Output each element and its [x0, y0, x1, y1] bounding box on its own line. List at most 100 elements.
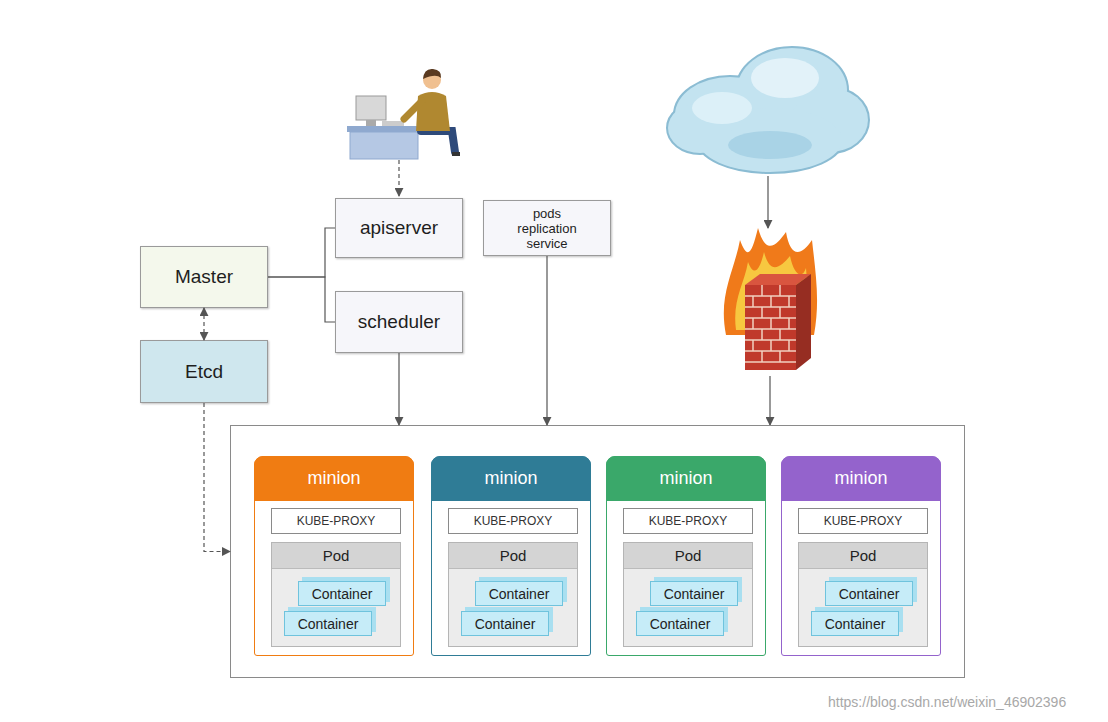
minion-title: minion — [254, 456, 414, 501]
keyboard — [382, 121, 404, 126]
minion-node: minionKUBE-PROXYPodContainerContainer — [606, 456, 766, 656]
user-arrow — [398, 160, 399, 196]
firewall-illustration — [724, 228, 817, 370]
container-box: Container — [298, 581, 386, 606]
cloud-illustration — [668, 48, 868, 172]
process-box: Etcd — [140, 340, 268, 403]
container-label: Container — [839, 586, 900, 602]
container-label: Container — [664, 586, 725, 602]
box-label: apiserver — [360, 217, 438, 239]
wall-side — [796, 274, 811, 370]
minion-node: minionKUBE-PROXYPodContainerContainer — [431, 456, 591, 656]
brick-line — [745, 361, 796, 363]
minion-title: minion — [781, 456, 941, 501]
container-label: Container — [298, 616, 359, 632]
connector — [268, 228, 335, 277]
pod-box: PodContainerContainer — [623, 542, 753, 647]
proxy-box: KUBE-PROXY — [623, 508, 753, 534]
pod-box: PodContainerContainer — [798, 542, 928, 647]
cloud-highlight — [751, 58, 819, 98]
container-box: Container — [636, 611, 724, 636]
cloud-fill — [668, 48, 868, 172]
container-label: Container — [825, 616, 886, 632]
connector — [204, 403, 230, 552]
proxy-label: KUBE-PROXY — [649, 514, 728, 528]
pod-title: Pod — [449, 543, 577, 569]
box-label: Etcd — [185, 361, 223, 383]
person-shoe — [452, 152, 460, 156]
brick-line — [779, 285, 781, 296]
brick-line — [770, 340, 772, 351]
cloud-highlight — [692, 92, 752, 124]
box-label: Master — [175, 266, 233, 288]
brick-lines — [745, 285, 796, 362]
process-box: pods replication service — [483, 200, 611, 256]
desk-body — [350, 132, 418, 159]
container-box: Container — [461, 611, 549, 636]
cloud-shade — [728, 131, 812, 159]
container-box: Container — [825, 581, 913, 606]
brick-line — [761, 285, 763, 296]
brick-line — [761, 307, 763, 318]
connector — [546, 256, 547, 425]
monitor — [356, 96, 386, 120]
process-box: apiserver — [335, 198, 463, 258]
minion-node: minionKUBE-PROXYPodContainerContainer — [781, 456, 941, 656]
brick-line — [788, 340, 790, 351]
proxy-label: KUBE-PROXY — [824, 514, 903, 528]
brick-line — [788, 318, 790, 329]
pod-box: PodContainerContainer — [271, 542, 401, 647]
cluster-frame: minionKUBE-PROXYPodContainerContainermin… — [230, 425, 965, 678]
brick-line — [761, 351, 763, 362]
container-box: Container — [475, 581, 563, 606]
brick-line — [788, 296, 790, 307]
pod-title: Pod — [272, 543, 400, 569]
watermark: https://blog.csdn.net/weixin_46902396 — [828, 694, 1066, 710]
monitor-stand — [366, 120, 376, 126]
brick-line — [770, 296, 772, 307]
brick-line — [752, 340, 754, 351]
proxy-box: KUBE-PROXY — [798, 508, 928, 534]
firewall-arrow — [769, 376, 770, 425]
cloud-outline — [668, 48, 868, 172]
connector — [398, 353, 399, 425]
connector — [268, 277, 335, 322]
proxy-label: KUBE-PROXY — [474, 514, 553, 528]
proxy-box: KUBE-PROXY — [448, 508, 578, 534]
brick-line — [770, 318, 772, 329]
container-label: Container — [312, 586, 373, 602]
proxy-label: KUBE-PROXY — [297, 514, 376, 528]
process-box: Master — [140, 246, 268, 308]
process-box: scheduler — [335, 291, 463, 353]
brick-line — [752, 318, 754, 329]
container-label: Container — [650, 616, 711, 632]
container-label: Container — [475, 616, 536, 632]
minion-title: minion — [431, 456, 591, 501]
brick-line — [752, 296, 754, 307]
pod-box: PodContainerContainer — [448, 542, 578, 647]
brick-line — [779, 307, 781, 318]
container-label: Container — [489, 586, 550, 602]
brick-line — [779, 329, 781, 340]
minion-title: minion — [606, 456, 766, 501]
minion-node: minionKUBE-PROXYPodContainerContainer — [254, 456, 414, 656]
person-arm — [404, 101, 422, 119]
pod-title: Pod — [624, 543, 752, 569]
user-illustration — [347, 69, 460, 159]
connector — [203, 308, 204, 340]
container-box: Container — [811, 611, 899, 636]
desk-top — [347, 126, 421, 132]
proxy-box: KUBE-PROXY — [271, 508, 401, 534]
pod-title: Pod — [799, 543, 927, 569]
container-box: Container — [650, 581, 738, 606]
box-label: scheduler — [358, 311, 440, 333]
person-legs — [421, 131, 455, 152]
cloud-arrow — [767, 176, 768, 228]
person-hair — [423, 69, 441, 79]
wall-front — [745, 285, 796, 370]
brick-line — [779, 351, 781, 362]
container-box: Container — [284, 611, 372, 636]
brick-line — [761, 329, 763, 340]
